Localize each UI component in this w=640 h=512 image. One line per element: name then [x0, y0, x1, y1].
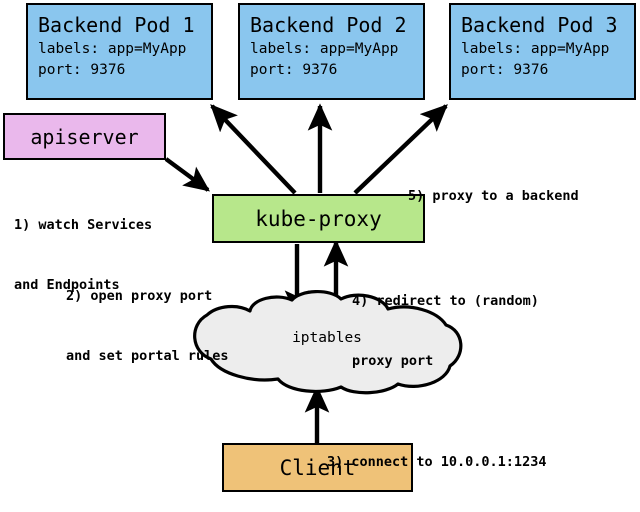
- iptables-cloud[interactable]: iptables: [192, 330, 462, 358]
- step-3-line-1: 3) connect to 10.0.0.1:1234: [327, 454, 547, 470]
- step-4-annotation: 4) redirect to (random) proxy port: [352, 251, 539, 411]
- backend-pod-2-box[interactable]: Backend Pod 2 labels: app=MyApp port: 93…: [238, 3, 425, 100]
- step-4-line-2: proxy port: [352, 353, 434, 369]
- backend-pod-2-labels: labels: app=MyApp: [250, 41, 399, 57]
- connector-layer: [164, 103, 463, 443]
- step-2-line-2: and set portal rules: [66, 348, 229, 364]
- step-5-annotation: 5) proxy to a backend: [408, 146, 579, 246]
- step-2-annotation: 2) open proxy port and set portal rules: [66, 246, 229, 406]
- backend-pod-1-labels: labels: app=MyApp: [38, 41, 187, 57]
- arrow-kubeproxy-to-pod-1: [210, 104, 297, 195]
- backend-pod-1-port: port: 9376: [38, 62, 126, 78]
- backend-pod-3-title: Backend Pod 3: [461, 13, 618, 37]
- step-5-line-1: 5) proxy to a backend: [408, 188, 579, 204]
- apiserver-box[interactable]: apiserver: [3, 113, 166, 160]
- iptables-label: iptables: [292, 330, 362, 346]
- backend-pod-3-labels: labels: app=MyApp: [461, 41, 610, 57]
- backend-pod-1-box[interactable]: Backend Pod 1 labels: app=MyApp port: 93…: [26, 3, 213, 100]
- step-1-line-2: and Endpoints: [14, 277, 120, 293]
- backend-pod-1-title: Backend Pod 1: [38, 13, 195, 37]
- backend-pod-3-port: port: 9376: [461, 62, 549, 78]
- arrow-kubeproxy-to-pod-3: [353, 104, 448, 195]
- kube-proxy-box[interactable]: kube-proxy: [212, 194, 425, 243]
- client-box[interactable]: Client: [222, 443, 413, 492]
- step-1-line-1: 1) watch Services: [14, 217, 153, 233]
- step-4-line-1: 4) redirect to (random): [352, 293, 539, 309]
- iptables-cloud-shape: [193, 290, 463, 395]
- kube-proxy-diagram: Backend Pod 1 labels: app=MyApp port: 93…: [3, 3, 636, 492]
- apiserver-label: apiserver: [30, 124, 139, 149]
- kube-proxy-label: kube-proxy: [255, 206, 382, 231]
- arrow-apiserver-to-kubeproxy: [164, 157, 211, 192]
- backend-pod-2-port: port: 9376: [250, 62, 338, 78]
- client-label: Client: [279, 455, 356, 480]
- step-1-annotation: 1) watch Services and Endpoints: [14, 175, 152, 335]
- backend-pod-3-box[interactable]: Backend Pod 3 labels: app=MyApp port: 93…: [449, 3, 636, 100]
- step-3-annotation: 3) connect to 10.0.0.1:1234: [327, 412, 546, 512]
- backend-pod-2-title: Backend Pod 2: [250, 13, 407, 37]
- step-2-line-1: 2) open proxy port: [66, 288, 213, 304]
